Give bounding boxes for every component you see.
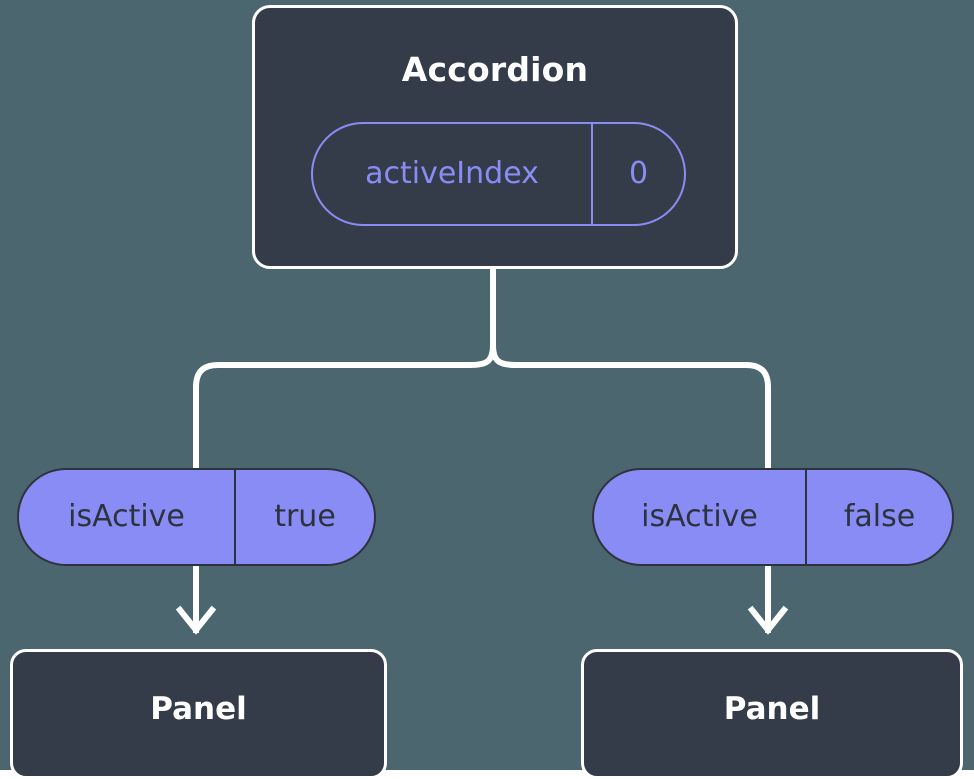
prop-pill-isactive-true-key: isActive [19,470,236,564]
prop-pill-isactive-true-value: true [274,499,336,534]
edge-fork-right [490,342,771,471]
prop-pill-activeindex[interactable]: activeIndex 0 [311,122,686,226]
node-panel-left-title: Panel [150,691,247,727]
prop-pill-isactive-false-value: false [843,499,916,534]
arrowhead-right [747,605,789,635]
edge-fork-left [193,342,496,471]
node-panel-right-title: Panel [723,691,821,727]
prop-pill-activeindex-key: activeIndex [313,124,593,224]
node-panel-left[interactable]: Panel [10,649,387,779]
prop-pill-isactive-false-key: isActive [594,470,807,564]
prop-pill-isactive-true[interactable]: isActive true [17,468,376,566]
arrowhead-left [175,605,217,635]
node-accordion-title: Accordion [401,50,589,89]
node-accordion[interactable]: Accordion activeIndex 0 [252,5,738,269]
node-panel-right[interactable]: Panel [581,649,963,779]
prop-pill-activeindex-value: 0 [628,156,649,191]
prop-pill-isactive-false[interactable]: isActive false [592,468,954,566]
